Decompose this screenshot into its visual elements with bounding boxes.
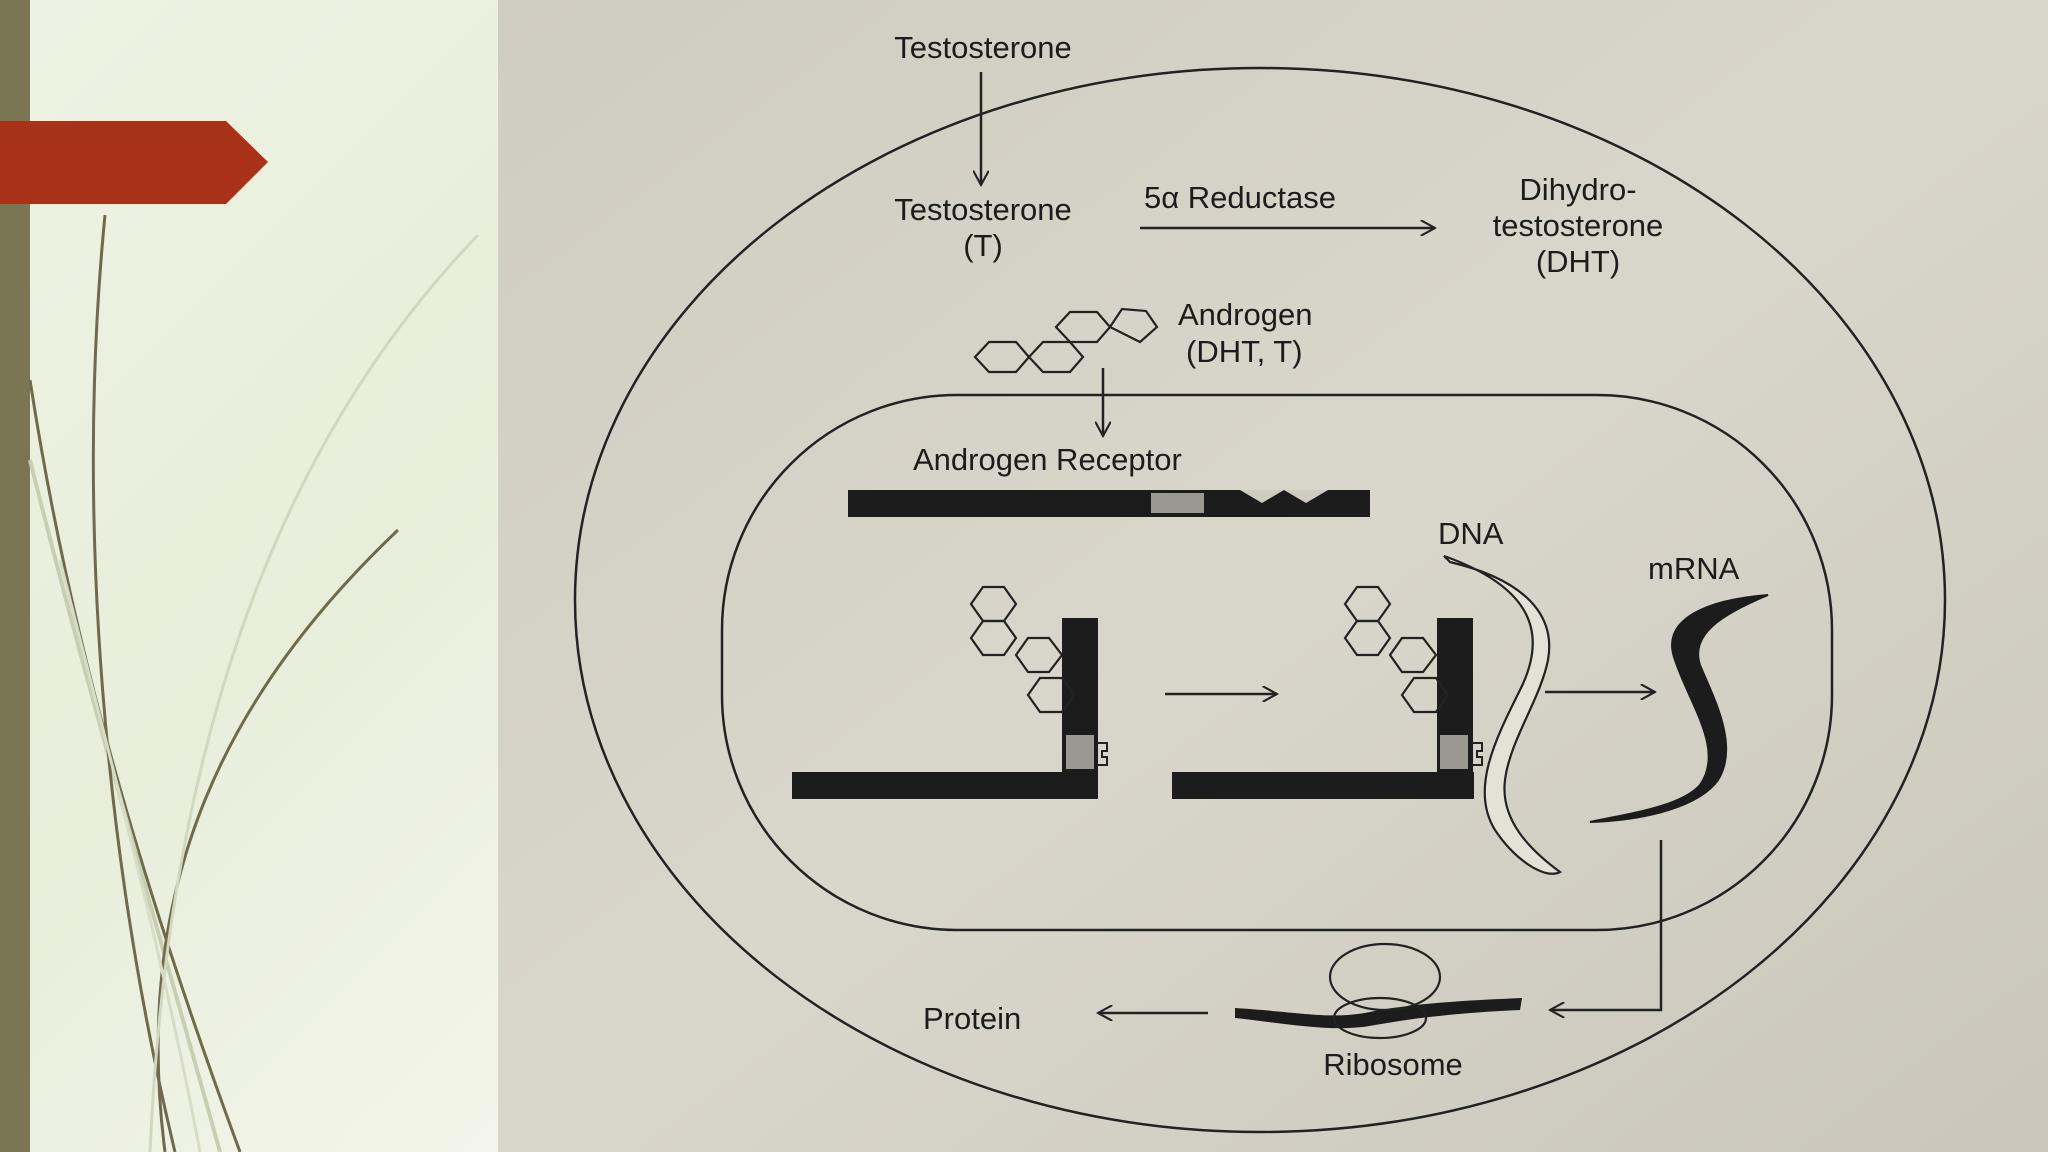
decorative-swoosh-lines xyxy=(28,214,480,1152)
mrna-label: mRNA xyxy=(1648,551,1740,586)
nucleus-membrane xyxy=(720,393,1834,932)
androgen-receptor-bar xyxy=(848,490,1370,517)
ribosome-label: Ribosome xyxy=(1323,1047,1463,1082)
androgen-label-line1: Androgen xyxy=(1178,297,1312,332)
receptor-complex-left xyxy=(792,585,1108,799)
enzyme-label: 5α Reductase xyxy=(1144,180,1336,215)
protein-label: Protein xyxy=(923,1001,1021,1036)
receptor-complex-dna-bound xyxy=(1172,585,1483,799)
cell-membrane xyxy=(573,66,1947,1134)
dht-label-line1: Dihydro- xyxy=(1519,172,1636,207)
receptor-label: Androgen Receptor xyxy=(913,442,1182,477)
red-arrow-tab xyxy=(0,121,268,204)
dht-label-line3: (DHT) xyxy=(1536,244,1620,279)
mrna-strand xyxy=(1589,594,1769,823)
ribosome-icon xyxy=(1235,942,1522,1040)
androgen-label-line2: (DHT, T) xyxy=(1186,334,1303,369)
dna-label: DNA xyxy=(1438,516,1504,551)
dht-label-line2: testosterone xyxy=(1493,208,1664,243)
dna-strand xyxy=(1443,554,1563,875)
testosterone-abbrev-label: (T) xyxy=(963,228,1003,263)
paper-background xyxy=(498,0,2048,1152)
androgen-pathway-figure: Testosterone Testosterone (T) 5α Reducta… xyxy=(498,0,2048,1152)
testosterone-outside-label: Testosterone xyxy=(894,30,1072,65)
testosterone-inside-label: Testosterone xyxy=(894,192,1072,227)
arrow-mrna-export xyxy=(1550,840,1663,1010)
androgen-molecule-icon xyxy=(973,307,1159,374)
